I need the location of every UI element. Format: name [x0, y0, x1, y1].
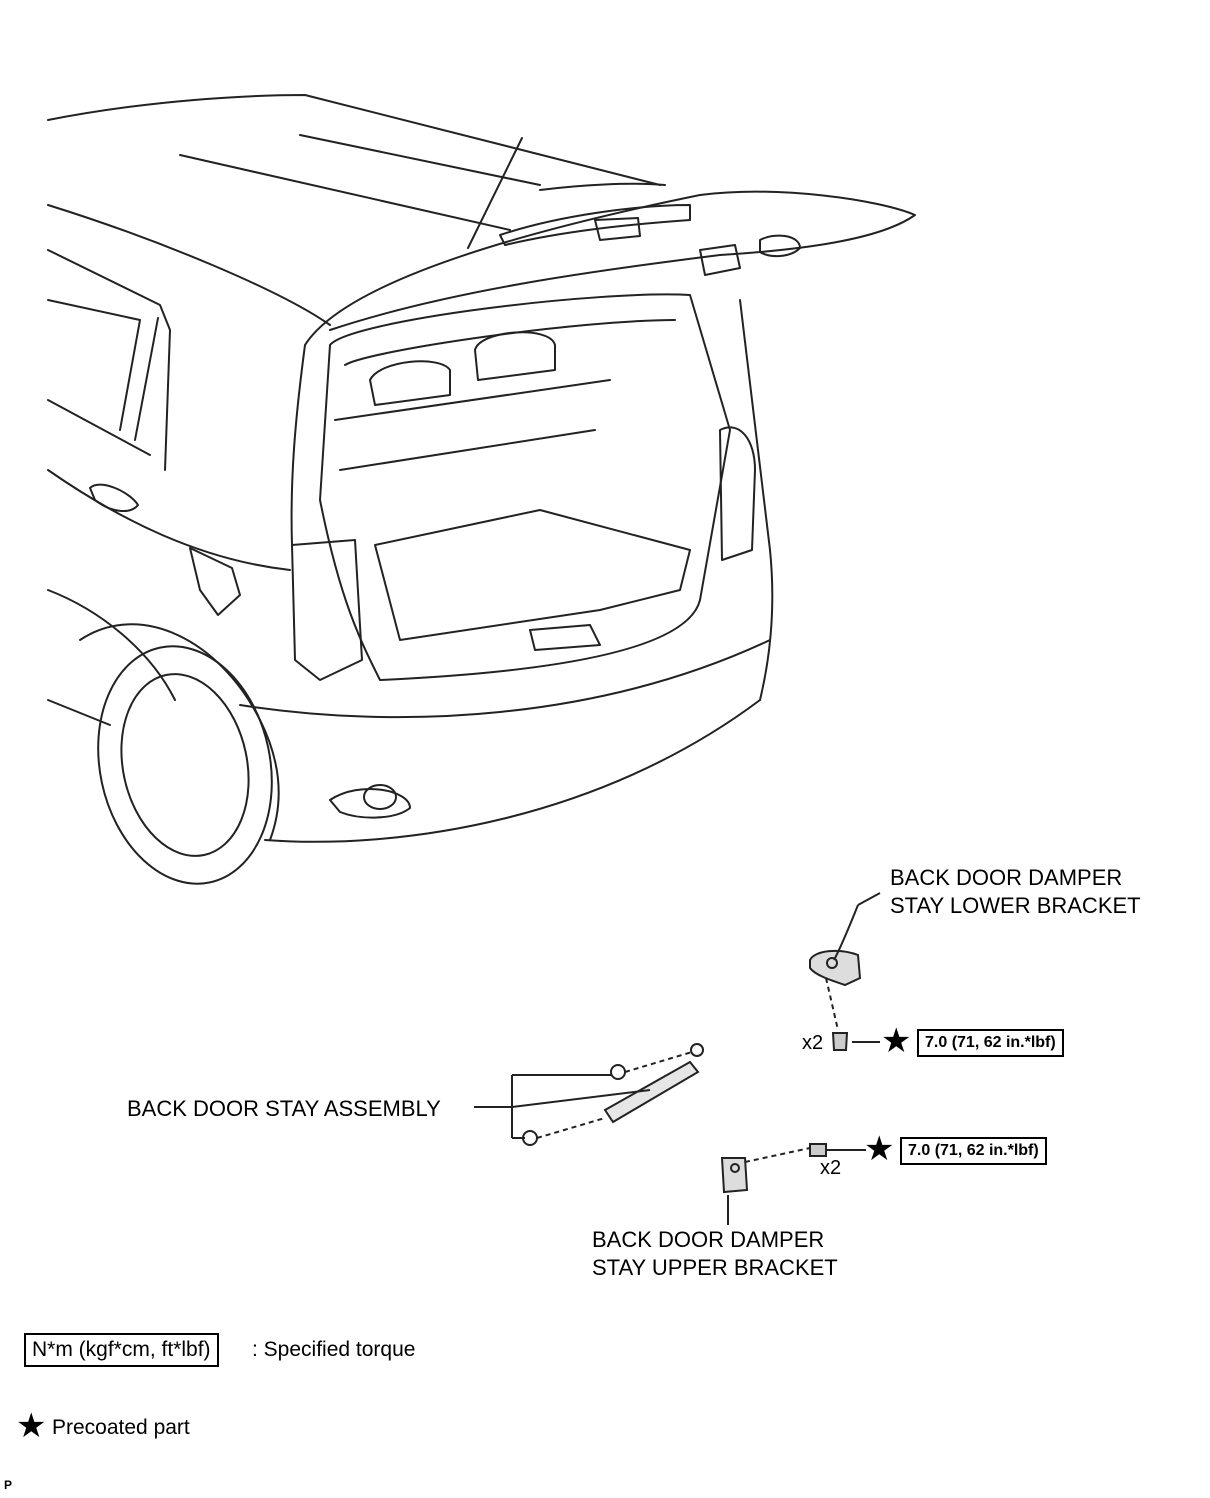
upper-bolt-quantity: x2 — [820, 1157, 842, 1179]
precoated-legend-description: Precoated part — [52, 1416, 190, 1439]
lower-bracket-part — [809, 892, 881, 1051]
upper-bracket-part — [720, 1143, 866, 1225]
lower-bolt-quantity: x2 — [802, 1032, 824, 1054]
vehicle-illustration — [47, 94, 916, 885]
lower-bracket-label-line1: BACK DOOR DAMPER — [890, 865, 1123, 890]
torque-units-legend-box: N*m (kgf*cm, ft*lbf) — [24, 1333, 219, 1367]
star-icon: ★ — [16, 1407, 47, 1445]
star-icon: ★ — [881, 1022, 912, 1060]
upper-bracket-label-line1: BACK DOOR DAMPER — [592, 1227, 825, 1252]
lower-bracket-label-line2: STAY LOWER BRACKET — [890, 893, 1141, 918]
upper-bracket-label-line2: STAY UPPER BRACKET — [592, 1255, 838, 1280]
stay-assembly-label: BACK DOOR STAY ASSEMBLY — [127, 1096, 441, 1121]
footer-code: P — [4, 1478, 13, 1492]
stay-assembly-part — [474, 1043, 704, 1146]
star-icon: ★ — [864, 1130, 895, 1168]
lower-torque-spec: 7.0 (71, 62 in.*lbf) — [917, 1029, 1064, 1057]
torque-legend-description: : Specified torque — [252, 1338, 416, 1361]
upper-torque-spec: 7.0 (71, 62 in.*lbf) — [900, 1137, 1047, 1165]
